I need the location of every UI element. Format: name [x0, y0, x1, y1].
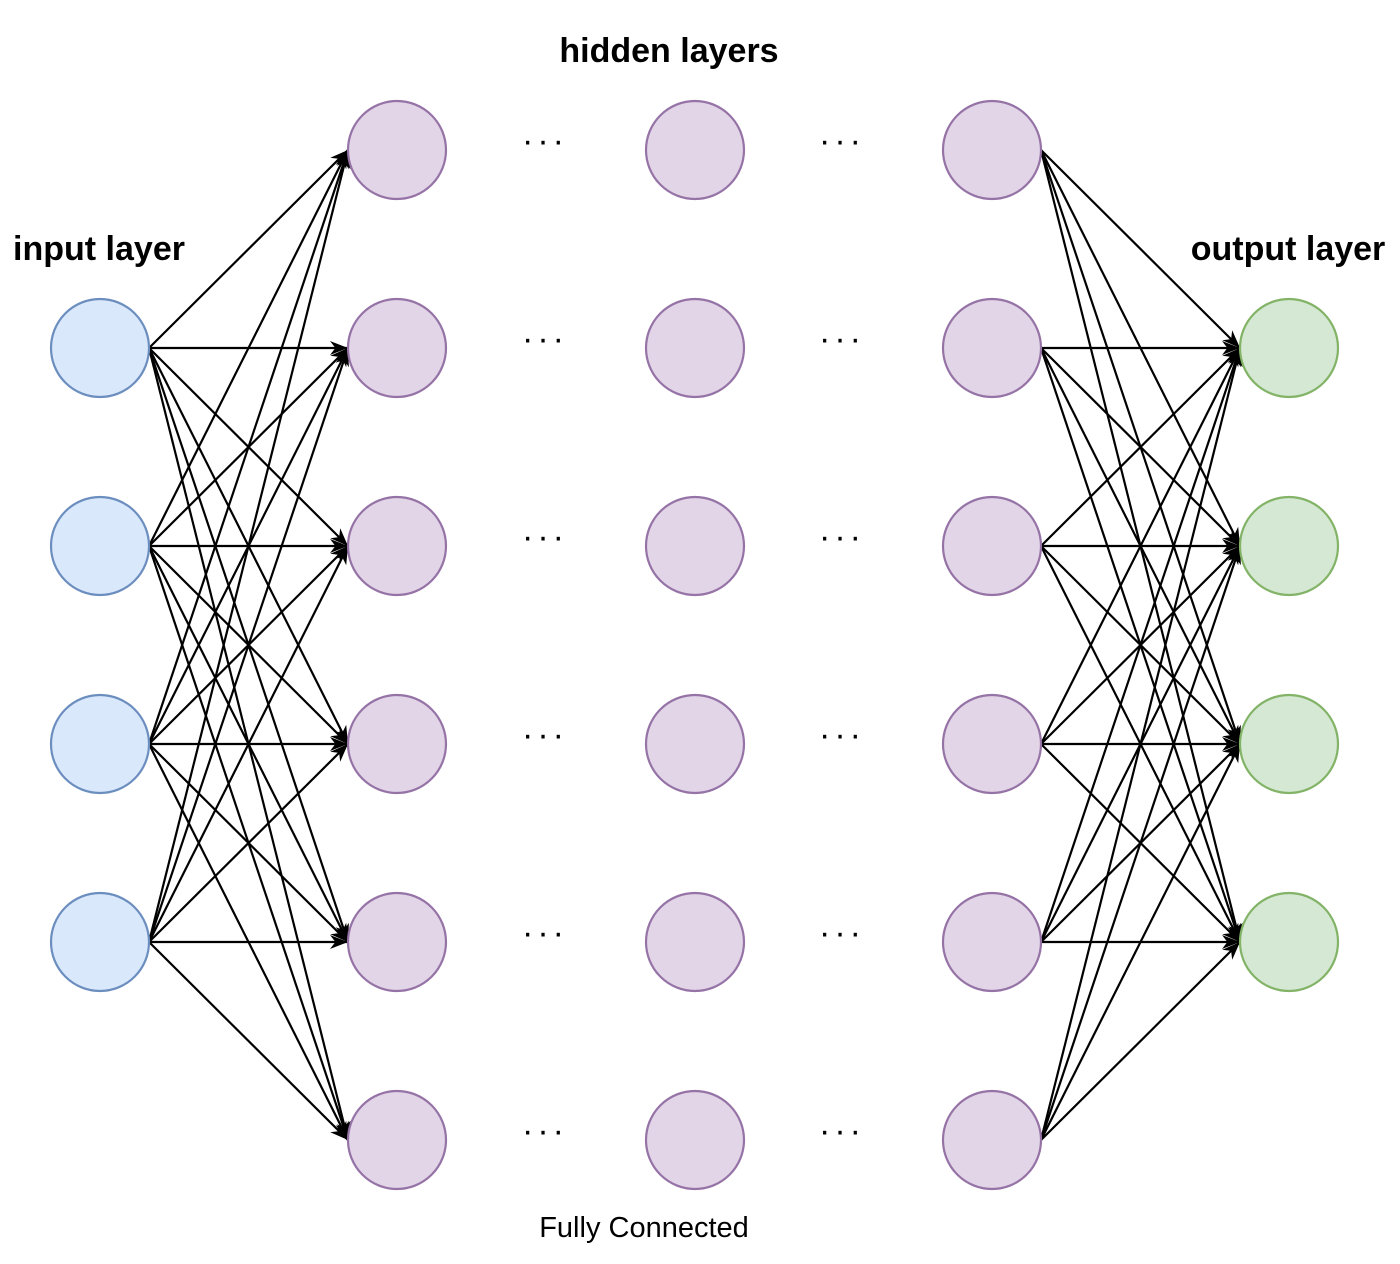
- arrowhead-input-2-hidden-3: [330, 539, 348, 553]
- edge-input-2-hidden-1: [148, 149, 349, 547]
- edge-input-4-hidden-3: [148, 545, 349, 943]
- arrowhead-hidden-6-output-3: [1225, 744, 1240, 764]
- arrowhead-input-4-hidden-2: [335, 348, 349, 368]
- edge-hidden-6-output-4: [1040, 941, 1241, 1141]
- hidden-node-c2-r6: [644, 1089, 746, 1191]
- arrowhead-input-4-hidden-6: [330, 1122, 348, 1140]
- hidden-node-c1-r2: [346, 297, 448, 399]
- arrowhead-hidden-2-output-2: [1222, 528, 1240, 546]
- arrowhead-input-3-hidden-5: [330, 924, 348, 942]
- edge-hidden-3-output-1: [1040, 347, 1241, 547]
- ellipsis-g1-r1: ···: [522, 122, 568, 160]
- edge-input-4-hidden-6: [148, 941, 349, 1141]
- arrowheads: [330, 150, 1243, 1140]
- ellipsis-g2-r3: ···: [819, 518, 865, 556]
- hidden-node-c2-r3: [644, 495, 746, 597]
- input-node-2: [49, 495, 151, 597]
- hidden-node-c2-r2: [644, 297, 746, 399]
- hidden-node-c1-r3: [346, 495, 448, 597]
- hidden-node-c1-r6: [346, 1089, 448, 1191]
- hidden-node-c1-r4: [346, 693, 448, 795]
- input-node-4: [49, 891, 151, 993]
- hidden-node-c1-r5: [346, 891, 448, 993]
- caption: Fully Connected: [539, 1212, 749, 1244]
- arrowhead-input-4-hidden-3: [333, 546, 348, 566]
- arrowhead-input-3-hidden-4: [330, 737, 348, 751]
- arrowhead-hidden-3-output-2: [1222, 539, 1240, 553]
- input-layer-label: input layer: [13, 230, 185, 268]
- hidden-node-c3-r6: [941, 1089, 1043, 1191]
- arrowhead-input-1-hidden-3: [330, 528, 348, 546]
- arrowhead-input-4-hidden-5: [330, 935, 348, 949]
- ellipsis-g1-r4: ···: [522, 716, 568, 754]
- edge-hidden-1-output-1: [1040, 149, 1241, 349]
- arrowhead-hidden-4-output-3: [1222, 737, 1240, 751]
- edge-hidden-6-output-2: [1039, 545, 1242, 1141]
- hidden-node-c3-r2: [941, 297, 1043, 399]
- ellipsis-g1-r3: ···: [522, 518, 568, 556]
- edge-input-1-hidden-1: [148, 149, 349, 349]
- edge-input-4-hidden-2: [147, 347, 350, 943]
- hidden-node-c1-r1: [346, 99, 448, 201]
- output-node-3: [1238, 693, 1340, 795]
- hidden-node-c3-r5: [941, 891, 1043, 993]
- arrowhead-hidden-2-output-1: [1222, 341, 1240, 355]
- edge-hidden-4-output-1: [1040, 347, 1241, 745]
- input-node-1: [49, 297, 151, 399]
- hidden-node-c3-r4: [941, 693, 1043, 795]
- ellipses: ··· ··· ··· ··· ··· ··· ··· ··· ··· ··· ··· ···: [522, 122, 865, 1150]
- ellipsis-g1-r5: ···: [522, 914, 568, 952]
- arrowhead-input-4-hidden-1: [336, 150, 351, 170]
- arrowhead-input-2-hidden-4: [330, 726, 348, 744]
- ellipsis-g2-r5: ···: [819, 914, 865, 952]
- ellipsis-g1-r2: ···: [522, 320, 568, 358]
- ellipsis-g2-r1: ···: [819, 122, 865, 160]
- hidden-node-c3-r3: [941, 495, 1043, 597]
- hidden-layers-label: hidden layers: [559, 32, 778, 70]
- arrowhead-hidden-1-output-1: [1222, 330, 1240, 348]
- edge-input-3-hidden-1: [147, 149, 350, 745]
- input-node-3: [49, 693, 151, 795]
- arrowhead-input-1-hidden-2: [330, 341, 348, 355]
- output-node-4: [1238, 891, 1340, 993]
- output-layer-label: output layer: [1191, 230, 1386, 268]
- hidden-node-c2-r1: [644, 99, 746, 201]
- edge-hidden-5-output-1: [1039, 347, 1242, 943]
- edge-hidden-6-output-1: [1039, 347, 1242, 1141]
- arrowhead-hidden-5-output-4: [1222, 935, 1240, 949]
- ellipsis-g2-r2: ···: [819, 320, 865, 358]
- hidden-node-c2-r5: [644, 891, 746, 993]
- ellipsis-g2-r6: ···: [819, 1112, 865, 1150]
- output-node-2: [1238, 495, 1340, 597]
- edge-hidden-6-output-3: [1040, 743, 1241, 1141]
- arrowhead-hidden-6-output-4: [1222, 942, 1240, 960]
- output-node-1: [1238, 297, 1340, 399]
- arrowhead-hidden-6-output-2: [1227, 546, 1241, 566]
- arrowhead-hidden-4-output-4: [1222, 924, 1240, 942]
- ellipsis-g2-r4: ···: [819, 716, 865, 754]
- arrowhead-hidden-3-output-3: [1222, 726, 1240, 744]
- hidden-node-c3-r1: [941, 99, 1043, 201]
- neurons: [49, 99, 1340, 1191]
- connections: [147, 149, 1242, 1141]
- edge-input-4-hidden-1: [147, 149, 350, 943]
- arrowhead-hidden-6-output-1: [1228, 348, 1243, 368]
- arrowhead-input-4-hidden-4: [330, 744, 348, 762]
- ellipsis-g1-r6: ···: [522, 1112, 568, 1150]
- edge-input-4-hidden-4: [148, 743, 349, 943]
- hidden-node-c2-r4: [644, 693, 746, 795]
